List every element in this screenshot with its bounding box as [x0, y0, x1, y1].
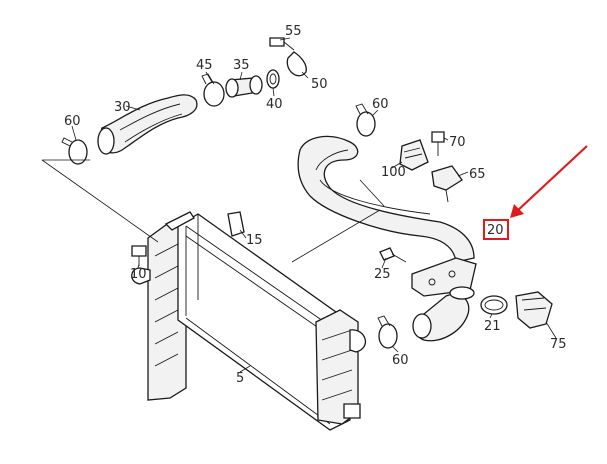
callout-21: 21: [484, 319, 501, 334]
upper-left-hose-group: [61, 37, 307, 165]
callout-40: 40: [266, 97, 283, 112]
callout-60-left: 60: [64, 114, 81, 129]
hose-clamp-60-upper: [356, 111, 376, 137]
callout-5: 5: [236, 371, 244, 386]
callout-65: 65: [469, 167, 486, 182]
callout-70: 70: [449, 135, 466, 150]
callout-35: 35: [233, 58, 250, 73]
callout-25: 25: [374, 267, 391, 282]
charge-air-hose: [97, 94, 198, 154]
callout-60-upper: 60: [372, 97, 389, 112]
hose-end: [97, 127, 115, 155]
charge-air-hose-20: [297, 135, 475, 263]
bolt-70: [431, 131, 445, 143]
callout-100: 100: [381, 165, 406, 180]
callout-55: 55: [285, 24, 302, 39]
callout-50: 50: [311, 77, 328, 92]
highlight-annotation: [483, 145, 588, 240]
clamp-50: [286, 51, 307, 77]
intercooler-right-neck: [349, 329, 366, 353]
hose-clamp: [68, 139, 88, 165]
highlight-arrow: [515, 145, 588, 213]
callout-30: 30: [114, 100, 131, 115]
callout-10: 10: [130, 267, 147, 282]
highlight-box: [483, 219, 509, 240]
callout-20: 20: [487, 223, 504, 238]
intercooler-left-neck: [131, 267, 151, 285]
leader-lines: [71, 37, 557, 373]
callout-45: 45: [196, 58, 213, 73]
bolt-10: [131, 245, 147, 257]
callout-60-lower: 60: [392, 353, 409, 368]
o-ring: [266, 69, 280, 89]
pressure-sensor-65: [431, 165, 463, 191]
callout-75: 75: [550, 337, 567, 352]
right-hose-group: [131, 103, 553, 349]
bolt-55: [269, 37, 285, 47]
connector-75: [515, 291, 553, 329]
assembly-lines: [41, 159, 385, 263]
hose-clamp-60-lower: [378, 323, 398, 349]
callout-labels: 55 45 35 50 40 30 60 60 70 100 65 20 15 …: [64, 24, 567, 386]
arrowhead-icon: [510, 204, 524, 218]
o-ring-21: [480, 295, 508, 315]
intercooler: [131, 211, 366, 431]
bolt-25: [379, 247, 395, 261]
sensor-100: [399, 139, 429, 171]
callout-15: 15: [246, 233, 263, 248]
hose-clamp-45: [203, 81, 225, 107]
